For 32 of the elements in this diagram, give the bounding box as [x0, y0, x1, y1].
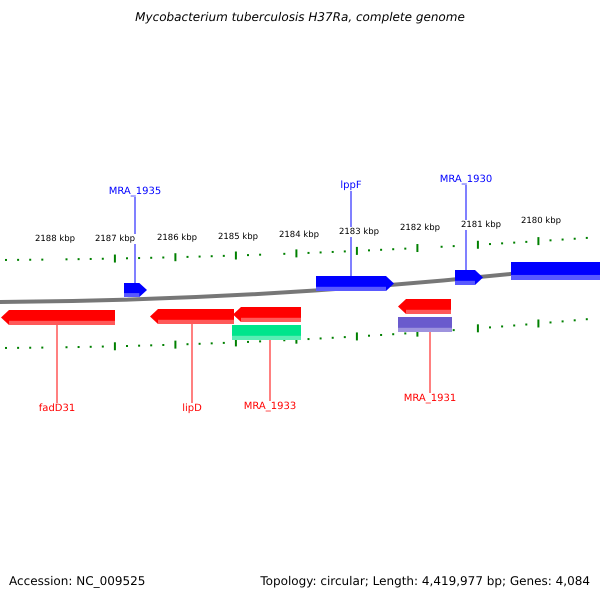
- leader-line: [350, 190, 352, 276]
- gene-label: MRA_1933: [244, 401, 296, 412]
- gene-label: lppF: [340, 180, 362, 191]
- gene-feature: [455, 270, 483, 285]
- scale-label: 2186 kbp: [156, 233, 198, 243]
- scale-label: 2182 kbp: [398, 223, 442, 233]
- title: Mycobacterium tuberculosis H37Ra, complete genome: [134, 10, 466, 24]
- gene-label: MRA_1931: [404, 393, 456, 404]
- gene-feature: [1, 310, 115, 325]
- gene-feature: [124, 283, 147, 297]
- gene-label: lipD: [182, 403, 202, 414]
- gene-feature: [233, 307, 301, 322]
- gene-label: MRA_1935: [108, 186, 162, 197]
- gene-bar: [511, 262, 600, 280]
- leader-line: [134, 196, 136, 284]
- accession-text: Accession: NC_009525: [9, 574, 146, 588]
- gene-feature: [398, 299, 451, 314]
- scale-label: 2187 kbp: [94, 234, 136, 244]
- scale-label: 2180 kbp: [520, 216, 562, 226]
- leader-line: [56, 324, 58, 404]
- scale-label: 2183 kbp: [338, 227, 380, 237]
- gene-feature: [150, 309, 234, 324]
- gene-bar: [232, 325, 301, 340]
- scale-label: 2188 kbp: [34, 234, 76, 244]
- gene-label: fadD31: [38, 403, 76, 414]
- scale-label: 2184 kbp: [278, 230, 320, 240]
- scale-label: 2181 kbp: [460, 220, 502, 230]
- scale-label: 2185 kbp: [216, 232, 260, 242]
- genome-summary-text: Topology: circular; Length: 4,419,977 bp; Genes: 4,084: [260, 574, 590, 588]
- gene-label: MRA_1930: [440, 174, 492, 185]
- gene-bar: [398, 317, 452, 332]
- gene-feature: [316, 276, 394, 291]
